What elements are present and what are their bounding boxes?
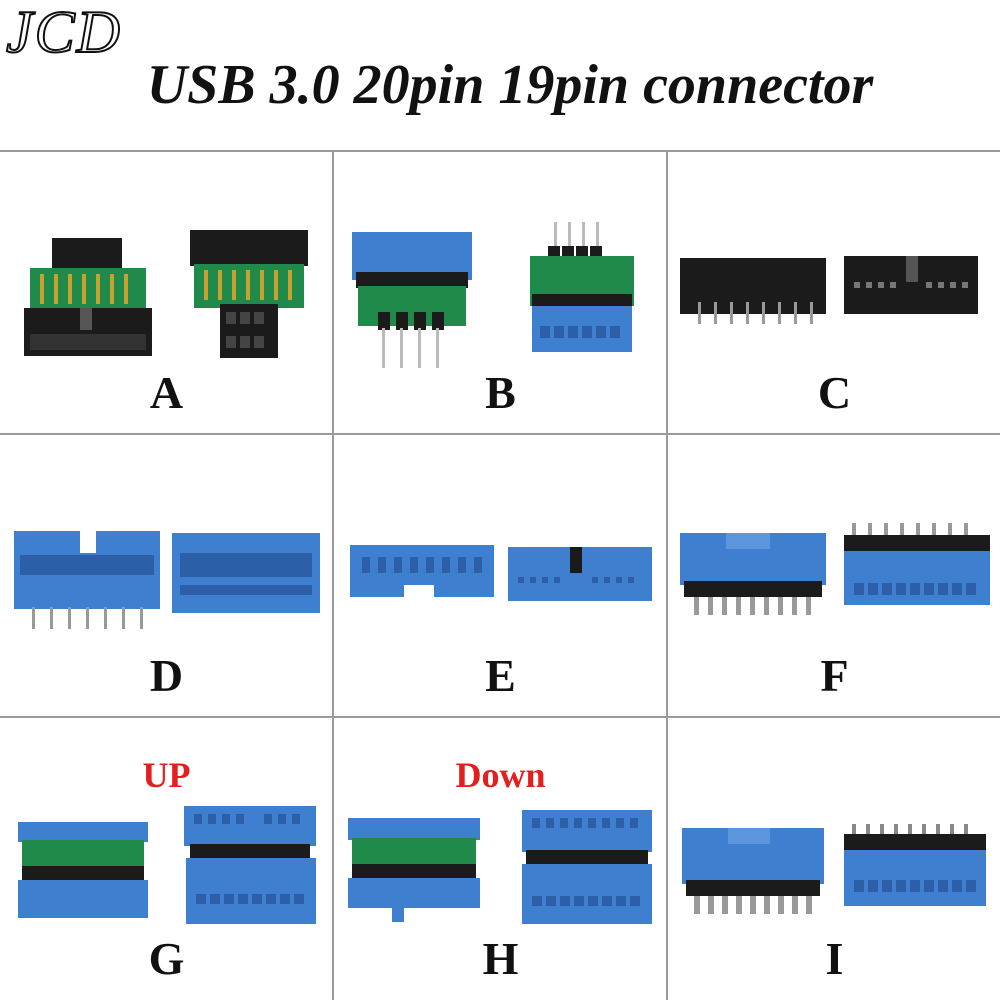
product-cell-g[interactable]: UP G bbox=[0, 718, 333, 1001]
product-label: A bbox=[149, 367, 184, 418]
connector-image-g bbox=[18, 806, 316, 924]
product-cell-e[interactable]: E bbox=[334, 435, 667, 718]
connector-image-e bbox=[350, 545, 652, 601]
product-label: I bbox=[825, 933, 844, 984]
grid-divider bbox=[0, 716, 1000, 718]
product-label: E bbox=[485, 650, 516, 701]
product-cell-b[interactable]: B bbox=[334, 152, 667, 435]
page-title: USB 3.0 20pin 19pin connector bbox=[146, 54, 874, 116]
product-grid bbox=[0, 150, 1000, 1000]
product-cell-d[interactable]: D bbox=[0, 435, 333, 718]
grid-divider bbox=[332, 150, 334, 1000]
product-label: H bbox=[482, 933, 519, 984]
product-cell-i[interactable]: I bbox=[668, 718, 1000, 1001]
product-label: F bbox=[820, 650, 849, 701]
connector-image-f bbox=[680, 523, 990, 615]
product-cell-f[interactable]: F bbox=[668, 435, 1000, 718]
product-label: G bbox=[148, 933, 185, 984]
connector-image-h bbox=[348, 810, 652, 924]
connector-image-d bbox=[14, 531, 320, 629]
product-label: D bbox=[149, 650, 184, 701]
product-cell-a[interactable]: A bbox=[0, 152, 333, 435]
connector-image-a bbox=[24, 230, 308, 358]
connector-image-c bbox=[680, 256, 978, 324]
connector-image-b bbox=[352, 222, 634, 368]
product-cell-h[interactable]: Down H bbox=[334, 718, 667, 1001]
product-cell-c[interactable]: C bbox=[668, 152, 1000, 435]
product-label: C bbox=[817, 367, 852, 418]
grid-divider bbox=[666, 150, 668, 1000]
orientation-tag: UP bbox=[142, 755, 191, 795]
connector-image-i bbox=[682, 824, 986, 914]
grid-divider bbox=[0, 433, 1000, 435]
product-label: B bbox=[485, 367, 516, 418]
brand-logo: JCD bbox=[5, 0, 122, 65]
orientation-tag: Down bbox=[455, 755, 546, 795]
